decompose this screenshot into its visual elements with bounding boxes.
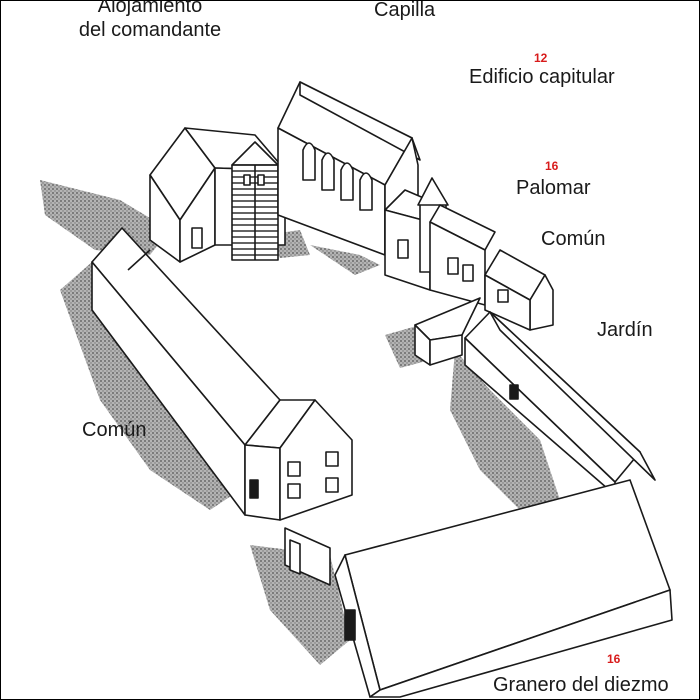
- label-commander-lodging-line2: del comandante: [78, 19, 222, 41]
- common-building-right: [484, 249, 554, 331]
- label-common-right: Común: [541, 228, 606, 250]
- label-tithe-barn: Granero del diezmo: [493, 674, 669, 696]
- label-commander-lodging: Alojamiento del comandante: [60, 0, 240, 42]
- common-building-garden: [464, 311, 656, 496]
- enclosure-wall: [284, 527, 331, 586]
- ref-tithe-barn: 16: [607, 652, 621, 666]
- small-shed: [414, 297, 481, 366]
- label-garden: Jardín: [597, 319, 653, 341]
- label-common-left: Común: [82, 419, 147, 441]
- tithe-barn: [334, 479, 673, 698]
- label-chapel: Capilla: [374, 0, 436, 21]
- buildings: [91, 81, 673, 698]
- chapter-house: [384, 177, 496, 306]
- label-commander-lodging-line1: Alojamiento: [97, 0, 203, 17]
- label-dovecote: Palomar: [516, 177, 591, 199]
- common-building-left: [91, 227, 353, 521]
- ref-dovecote: 16: [545, 159, 559, 173]
- label-chapter-house: Edificio capitular: [469, 66, 615, 88]
- ref-chapter-house: 12: [534, 51, 548, 65]
- octagonal-tower: [231, 141, 279, 261]
